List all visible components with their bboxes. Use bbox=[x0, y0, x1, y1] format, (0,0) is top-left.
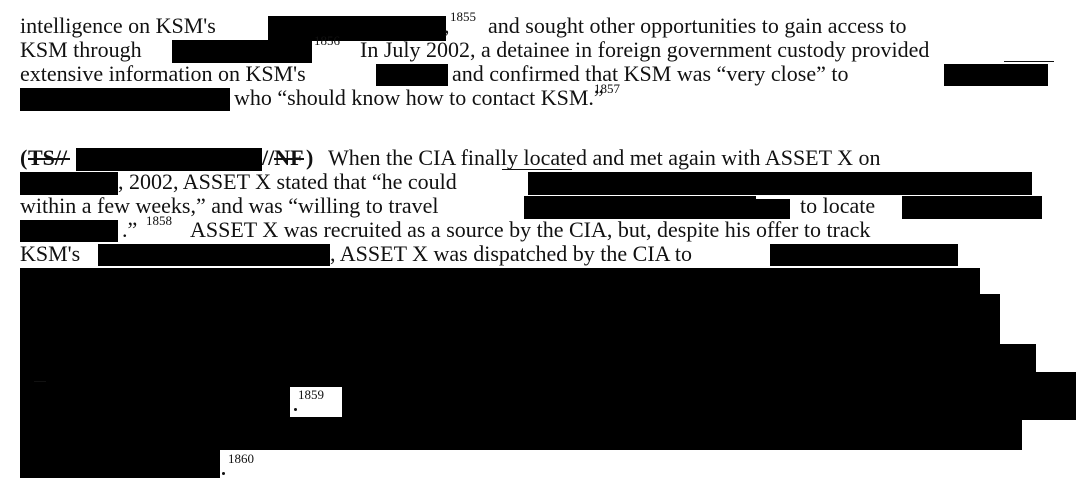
p2-line3-text-b: to locate bbox=[800, 193, 876, 218]
comma: , bbox=[444, 13, 450, 38]
footnote-ref-1855: 1855 bbox=[450, 9, 476, 24]
redaction-block bbox=[20, 268, 980, 294]
scan-artifact-mark bbox=[34, 381, 46, 382]
p2-line4-text-a: .” bbox=[122, 217, 138, 242]
redaction-box bbox=[268, 16, 446, 41]
period-mark bbox=[222, 472, 225, 475]
footnote-ref-1860: 1860 bbox=[228, 451, 254, 466]
redaction-box bbox=[944, 64, 1048, 86]
redaction-box bbox=[902, 196, 1042, 219]
p1-line3-text-a: extensive information on KSM's bbox=[20, 61, 306, 86]
redaction-box bbox=[20, 220, 118, 242]
redaction-block bbox=[20, 344, 1036, 372]
p1-line4-text: who “should know how to contact KSM.” bbox=[234, 85, 604, 110]
period-mark bbox=[294, 408, 297, 411]
redaction-block bbox=[20, 372, 1076, 420]
strikethrough-line bbox=[274, 158, 304, 160]
classification-close-paren: ) bbox=[306, 145, 314, 170]
redaction-block bbox=[20, 450, 220, 478]
redaction-box bbox=[98, 244, 330, 266]
classification-nf: //NF bbox=[262, 145, 304, 170]
redaction-box bbox=[528, 172, 1032, 195]
p2-line1-text: When the CIA finally located and met aga… bbox=[328, 145, 881, 170]
redaction-notch bbox=[756, 196, 790, 199]
p2-line4-text-b: ASSET X was recruited as a source by the… bbox=[190, 217, 871, 242]
underline-mark bbox=[1004, 61, 1054, 62]
footnote-window bbox=[290, 387, 342, 417]
redaction-box bbox=[20, 172, 118, 195]
redaction-block bbox=[20, 294, 1000, 344]
p2-line3-text-a: within a few weeks,” and was “willing to… bbox=[20, 193, 439, 218]
classification-open-paren: ( bbox=[20, 145, 28, 170]
redaction-box bbox=[20, 88, 230, 111]
p2-line5-text-b: , ASSET X was dispatched by the CIA to bbox=[330, 241, 692, 266]
strikethrough-line bbox=[28, 158, 70, 160]
redaction-box bbox=[76, 148, 262, 171]
underline-mark bbox=[502, 169, 572, 170]
classification-ts: TS// bbox=[28, 145, 68, 170]
redaction-box bbox=[172, 40, 312, 63]
redaction-box bbox=[770, 244, 958, 266]
footnote-ref-1859: 1859 bbox=[298, 387, 324, 402]
redaction-box bbox=[376, 64, 448, 86]
footnote-ref-1857: 1857 bbox=[594, 81, 620, 96]
p2-line5-text-a: KSM's bbox=[20, 241, 81, 266]
p1-line3-text-b: and confirmed that KSM was “very close” … bbox=[452, 61, 849, 86]
p1-line1-text-a: intelligence on KSM's bbox=[20, 13, 216, 38]
p2-line2-text: , 2002, ASSET X stated that “he could bbox=[118, 169, 457, 194]
p1-line1-text-b: and sought other opportunities to gain a… bbox=[488, 13, 907, 38]
footnote-window bbox=[220, 450, 264, 478]
footnote-ref-1858: 1858 bbox=[146, 213, 172, 228]
footnote-ref-1856: 1856 bbox=[314, 33, 340, 48]
p1-line2-text-b: In July 2002, a detainee in foreign gove… bbox=[360, 37, 930, 62]
redaction-block bbox=[20, 420, 1022, 450]
p1-line2-text-a: KSM through bbox=[20, 37, 142, 62]
redaction-box bbox=[524, 196, 790, 219]
